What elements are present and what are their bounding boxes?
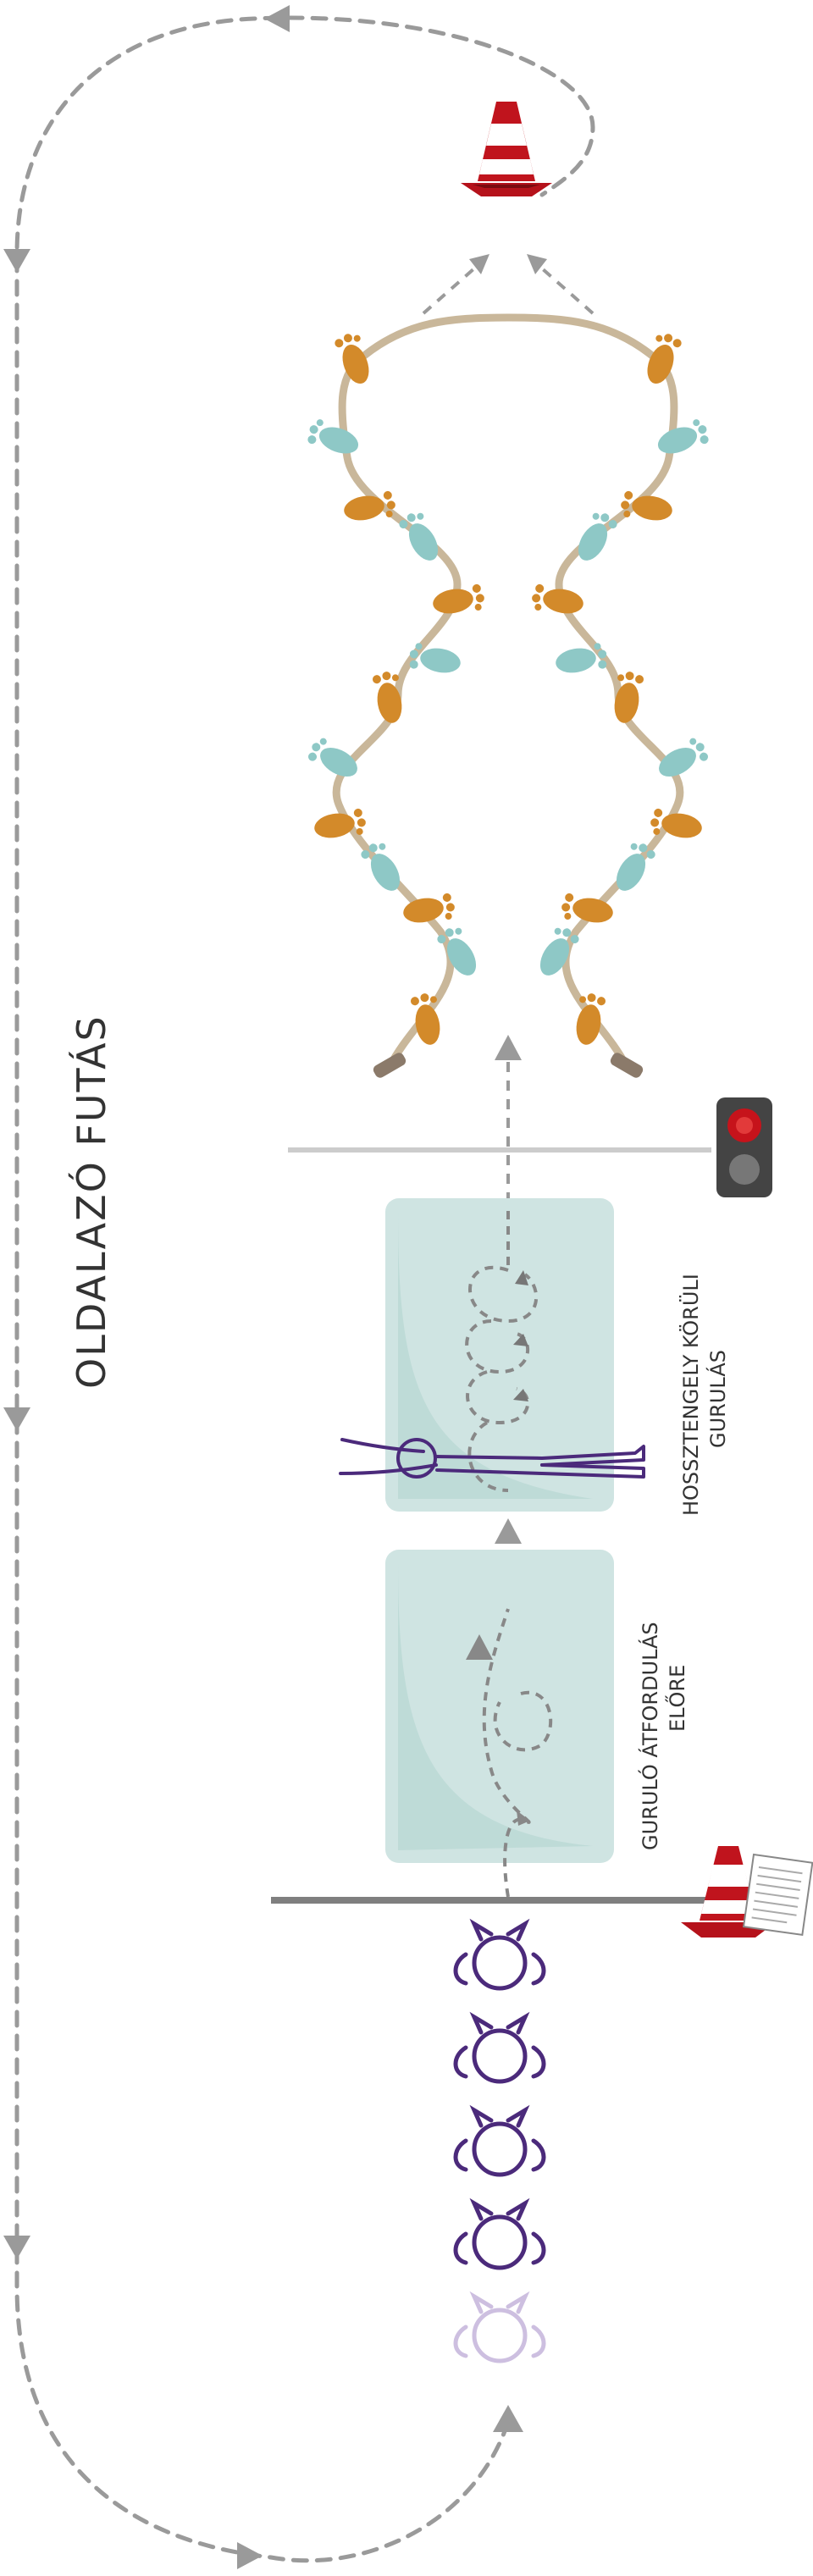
footprint-icon	[361, 843, 401, 891]
footprint-icon	[614, 672, 644, 723]
exit-arrow-heads	[469, 254, 547, 274]
arrow-head	[264, 5, 290, 32]
footprint-icon	[539, 927, 579, 976]
log-roll-arrowheads	[513, 1270, 528, 1401]
footprint-icon	[576, 993, 606, 1045]
forward-roll-path	[482, 1608, 553, 1898]
child-head-icon	[453, 2104, 546, 2177]
child-head-icon	[453, 2011, 546, 2084]
footprint-icon	[659, 738, 708, 777]
station2-label-line2: GURULÁS	[705, 1350, 730, 1448]
footprint-icon	[344, 490, 395, 521]
document-sheet-icon	[742, 1853, 813, 1937]
footprint-icon	[556, 643, 607, 673]
arrow-head	[237, 2542, 263, 2569]
forward-roll-arrowheads	[466, 1634, 530, 1826]
arrow-head	[3, 2236, 30, 2259]
mat-2	[385, 1198, 614, 1512]
child-head-icon-faded	[453, 2291, 546, 2363]
lying-person-figure	[339, 1438, 645, 1479]
footprint-icon	[314, 808, 366, 838]
side-run-label: OLDALAZÓ FUTÁS	[69, 1014, 114, 1389]
rope-handle-left	[373, 1053, 406, 1078]
footprint-icon	[621, 490, 672, 521]
footprint-icon	[372, 672, 402, 723]
traffic-light-icon	[716, 1097, 772, 1197]
child-head-icon	[453, 1918, 546, 1991]
children-queue	[453, 1918, 546, 2363]
outer-return-path	[14, 15, 595, 2563]
traffic-cone-icon	[461, 102, 552, 196]
arrow-head	[493, 2405, 523, 2432]
footprint-icon	[561, 893, 613, 923]
footprints-right	[532, 334, 709, 1045]
footprint-icon	[650, 808, 702, 838]
rope-handle-right	[610, 1053, 644, 1078]
mat-1	[385, 1550, 614, 1863]
arrow-head	[3, 249, 30, 273]
footprint-icon	[647, 334, 682, 384]
footprint-icon	[657, 419, 709, 454]
station2-label-line1: HOSSZTENGELY KÖRÜLI	[678, 1274, 703, 1516]
footprint-icon	[578, 512, 617, 561]
footprint-icon	[433, 583, 484, 614]
footprint-icon	[399, 512, 439, 561]
arrow-head	[3, 1407, 30, 1431]
return-path-arrows	[3, 5, 523, 2569]
station1-label-line1: GURULÓ ÁTFORDULÁS	[637, 1622, 662, 1850]
into-rope-arrow	[495, 1035, 522, 1202]
station1-label-line2: ELŐRE	[664, 1665, 689, 1732]
footprints-left	[307, 334, 484, 1045]
traffic-cone-icon	[681, 1846, 776, 1938]
footprint-icon	[308, 738, 357, 777]
footprint-icon	[532, 583, 583, 614]
exit-arrows	[422, 261, 595, 315]
footprint-icon	[616, 843, 655, 891]
footprint-icon	[437, 927, 477, 976]
footprint-icon	[410, 993, 440, 1045]
footprint-icon	[307, 419, 359, 454]
between-mats-arrow	[495, 1518, 522, 1544]
child-head-icon	[453, 2197, 546, 2270]
footprint-icon	[403, 893, 455, 923]
footprint-icon	[335, 334, 369, 384]
rope-handles	[373, 1053, 644, 1078]
footprint-icon	[409, 643, 461, 673]
